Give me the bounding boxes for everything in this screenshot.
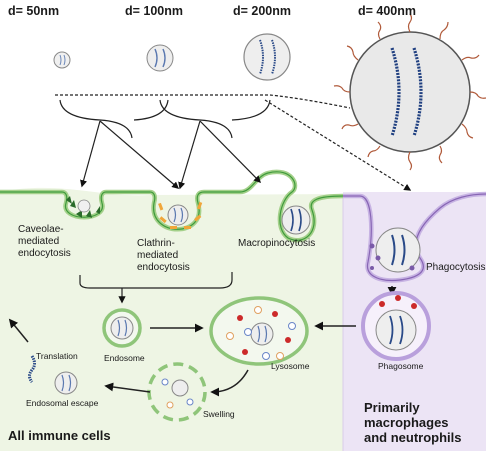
label-macrophage-1: Primarily (364, 400, 420, 415)
mrna-strand (28, 355, 36, 383)
escaped-particle (54, 371, 78, 395)
size-label-200: d= 200nm (233, 4, 292, 18)
label-swelling: Swelling (203, 409, 235, 419)
particle-50nm (53, 51, 71, 69)
caveolin-coat (66, 196, 100, 218)
label-caveolae-2: mediated (18, 236, 60, 247)
label-clathrin-1: Clathrin- (137, 238, 175, 249)
lysosome-vesicle (209, 296, 309, 366)
label-macropinocytosis: Macropinocytosis (238, 238, 316, 249)
label-phagosome: Phagosome (378, 361, 424, 371)
label-macrophage-3: and neutrophils (364, 430, 462, 445)
size-label-50: d= 50nm (8, 4, 60, 18)
label-caveolae-1: Caveolae- (18, 224, 64, 235)
label-phagocytosis: Phagocytosis (426, 262, 486, 273)
endosome-vesicle (102, 308, 142, 348)
phagosome-vesicle (361, 291, 431, 361)
particle-200nm (243, 33, 291, 81)
label-clathrin-3: endocytosis (137, 262, 190, 273)
all-cells-region (0, 187, 343, 451)
size-label-100: d= 100nm (125, 4, 184, 18)
label-all-immune-cells: All immune cells (8, 428, 111, 443)
label-translation: Translation (36, 351, 78, 361)
particle-400nm (333, 13, 486, 171)
label-clathrin-2: mediated (137, 250, 179, 261)
particle-100nm (146, 44, 174, 72)
size-label-400: d= 400nm (358, 4, 417, 18)
label-endosomal-escape: Endosomal escape (26, 398, 99, 408)
clathrin-coat (158, 201, 203, 229)
label-macrophage-2: macrophages (364, 415, 449, 430)
label-lysosome: Lysosome (271, 361, 310, 371)
label-endosome: Endosome (104, 353, 145, 363)
label-caveolae-3: endocytosis (18, 248, 71, 259)
